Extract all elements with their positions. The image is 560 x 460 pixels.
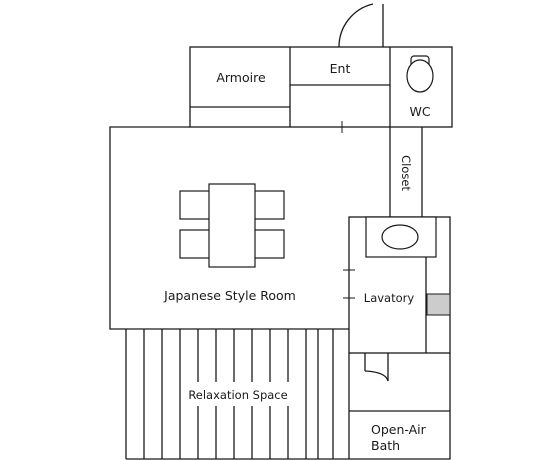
lavatory-label: Lavatory (364, 291, 415, 305)
bath-walls (348, 353, 451, 460)
bath-label-line1: Open-Air (371, 422, 427, 437)
top-block (189, 46, 453, 133)
table-icon (179, 183, 285, 268)
closet-corridor (389, 127, 423, 217)
entrance-label: Ent (330, 61, 351, 76)
wc-label: WC (409, 104, 430, 119)
washbasin-icon (365, 216, 437, 258)
entrance-door (338, 3, 384, 48)
closet-label: Closet (399, 155, 413, 191)
bath-label-line2: Bath (371, 438, 400, 453)
japanese-room-walls (109, 126, 349, 330)
armoire-label: Armoire (216, 70, 266, 85)
relaxation-label: Relaxation Space (188, 388, 287, 402)
relaxation-deck (125, 329, 349, 460)
bath-door (364, 353, 389, 382)
toilet-icon (406, 55, 434, 93)
wall-fixture (426, 293, 451, 316)
japanese-room-label: Japanese Style Room (163, 288, 296, 303)
